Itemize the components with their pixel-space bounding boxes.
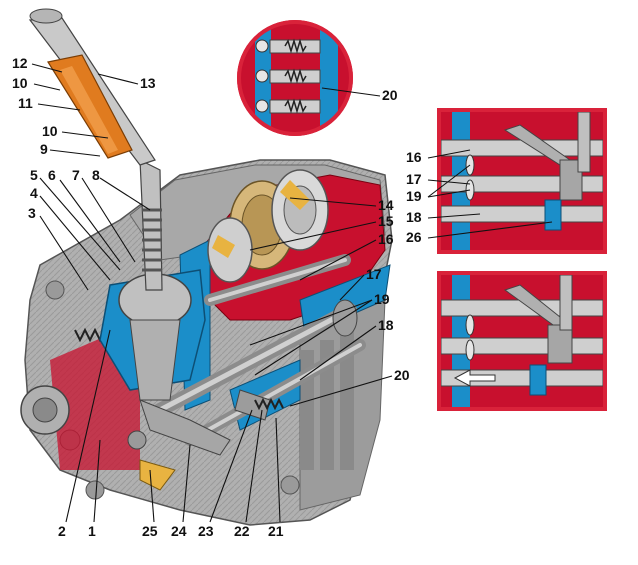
magnifier-callout-20: 20	[382, 87, 398, 103]
callout-13: 13	[140, 75, 156, 91]
gear-lever	[28, 8, 163, 291]
callout-21: 21	[268, 523, 284, 539]
callout-1: 1	[88, 523, 96, 539]
callout-18: 18	[378, 317, 394, 333]
lever-base	[99, 269, 231, 456]
callout-23: 23	[198, 523, 214, 539]
callout-labels: 12 10 11 10 9 13 5 4 3 6 7 8 14 15 16 17…	[12, 55, 422, 539]
direction-arrow-icon	[453, 369, 496, 387]
callout-2: 2	[58, 523, 66, 539]
callout-3: 3	[28, 205, 36, 221]
callout-11: 11	[18, 95, 33, 111]
callout-4: 4	[30, 185, 38, 201]
speedometer-drive	[20, 385, 176, 491]
inset-callout-17: 17	[406, 171, 422, 187]
callout-25: 25	[142, 523, 158, 539]
leader-lines	[31, 63, 553, 523]
inset-callout-18: 18	[406, 209, 422, 225]
callout-19: 19	[374, 291, 390, 307]
inset-callout-19: 19	[406, 188, 422, 204]
callout-10: 10	[12, 75, 28, 91]
inset-callout-26: 26	[406, 229, 422, 245]
callout-10: 10	[42, 123, 58, 139]
detent-spring	[254, 397, 284, 411]
inset-gear-engaged	[437, 271, 607, 411]
gear-cluster	[207, 169, 329, 283]
callout-8: 8	[92, 167, 100, 183]
callout-20: 20	[394, 367, 410, 383]
inset-callout-16: 16	[406, 149, 422, 165]
callout-22: 22	[234, 523, 250, 539]
callout-5: 5	[30, 167, 38, 183]
callout-24: 24	[171, 523, 187, 539]
callout-15: 15	[378, 213, 394, 229]
callout-17: 17	[366, 266, 382, 282]
callout-7: 7	[72, 167, 80, 183]
inset-neutral-position	[437, 108, 607, 254]
callout-12: 12	[12, 55, 28, 71]
callout-14: 14	[378, 197, 394, 213]
callout-6: 6	[48, 167, 56, 183]
detent-magnifier	[237, 20, 353, 136]
callout-16: 16	[378, 231, 394, 247]
shift-rods	[153, 254, 366, 446]
callout-9: 9	[40, 141, 48, 157]
